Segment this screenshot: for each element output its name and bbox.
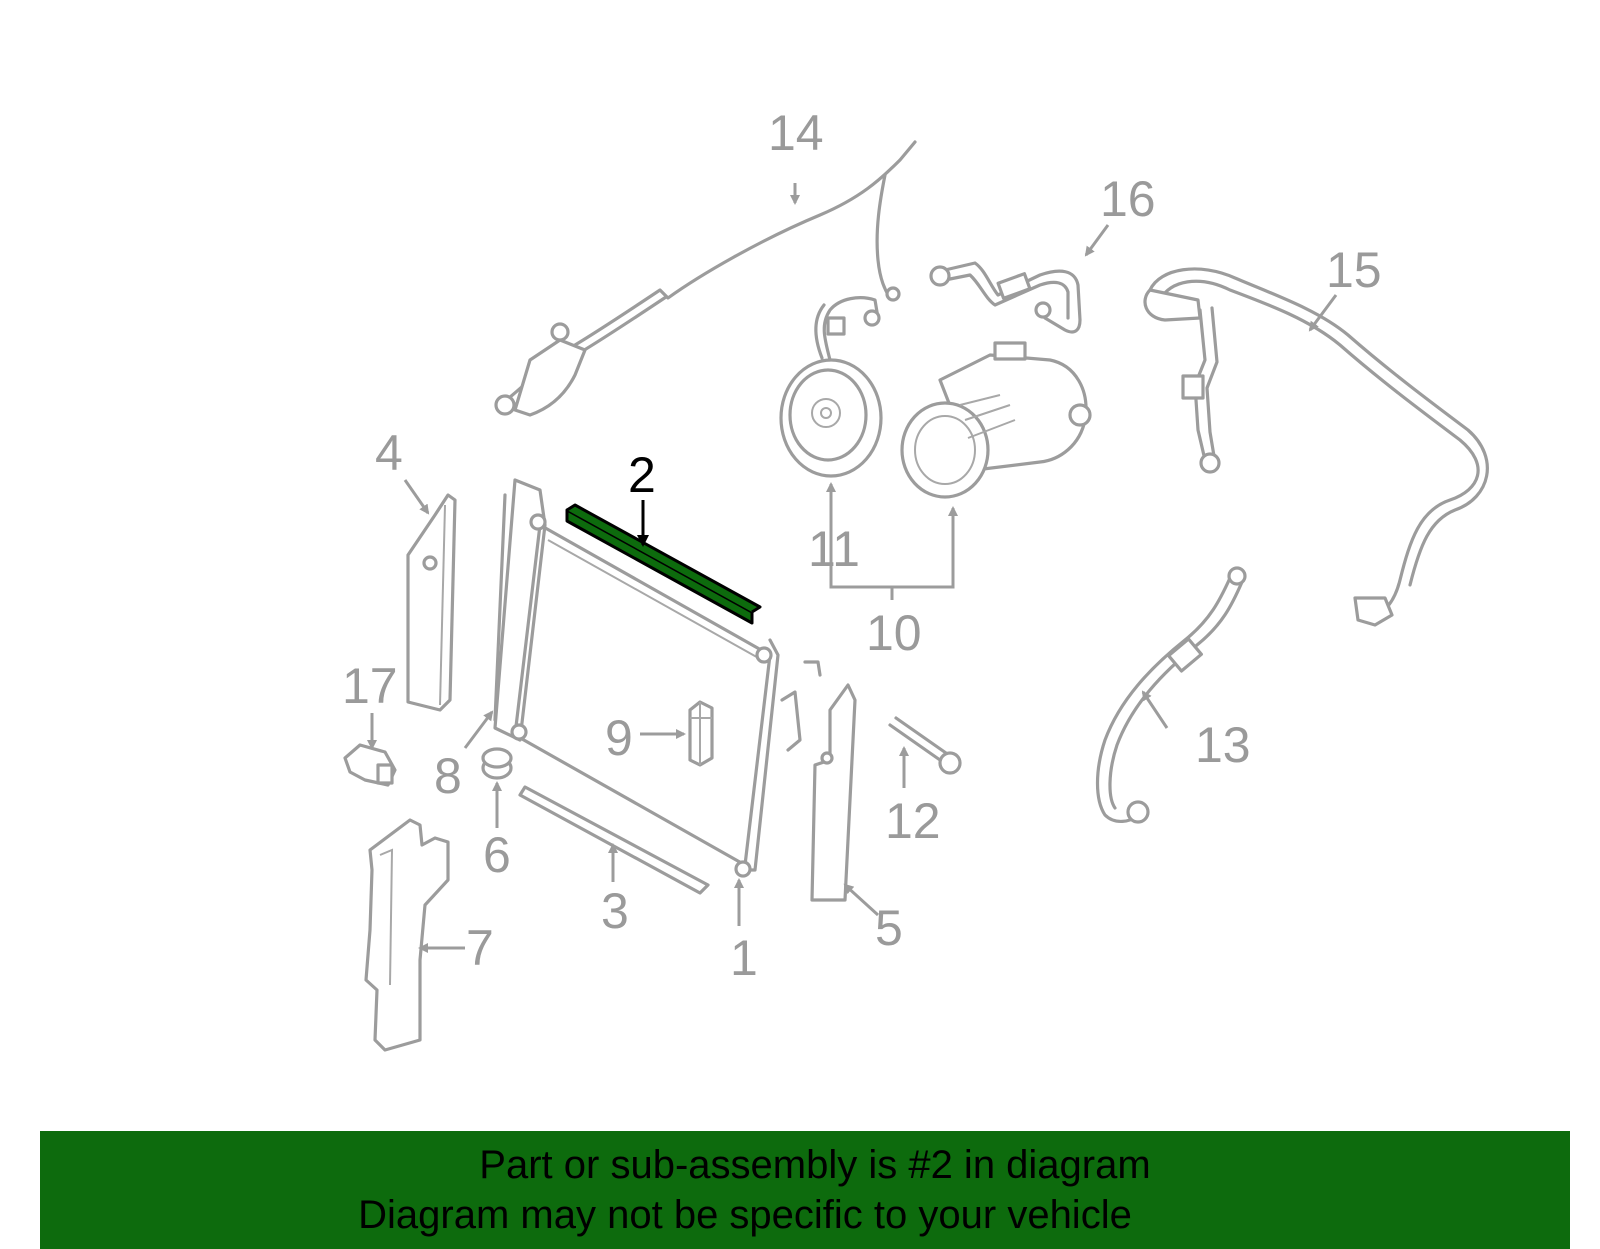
part-5-seal [810,683,857,902]
callout-11: 11 [808,521,860,577]
leader-15 [1308,294,1338,332]
leader-5 [843,883,880,917]
part-4-seal [406,493,457,712]
part-16-line [929,261,1082,334]
callout-14: 14 [768,105,824,161]
part-12-bolt [888,716,962,775]
callout-7: 7 [466,920,494,976]
callout-1: 1 [730,930,758,986]
part-11-clutch [779,296,883,478]
leader-8 [463,710,494,749]
callout-5: 5 [875,900,903,956]
callout-13: 13 [1195,717,1251,773]
leader-4 [403,479,430,515]
part-14-hose [494,140,917,417]
leader-16 [1084,224,1110,257]
callout-15: 15 [1326,242,1382,298]
part-6-grommet [481,747,513,780]
part-9-block [688,700,714,767]
callout-16: 16 [1100,171,1156,227]
banner-line-1: Part or sub-assembly is #2 in diagram [479,1143,1151,1187]
callout-10: 10 [866,605,922,661]
callout-9: 9 [605,710,633,766]
part-1-condenser [493,478,822,878]
callout-6: 6 [483,827,511,883]
part-10-compressor [900,341,1092,499]
callout-2: 2 [628,447,656,503]
callout-12: 12 [885,793,941,849]
part-7-deflector [364,818,450,1052]
leader-13 [1141,690,1169,729]
callout-3: 3 [601,883,629,939]
part-2-seal [565,503,762,625]
leader-lines [367,183,1338,953]
callouts: 14 16 15 2 4 11 10 17 9 8 12 13 6 3 5 7 … [342,105,1382,986]
callout-17: 17 [342,658,398,714]
part-15-hose [1143,267,1489,627]
info-banner: Part or sub-assembly is #2 in diagram Di… [40,1131,1570,1249]
part-3-seal [518,785,710,895]
part-13-hose [1095,566,1247,824]
part-17-sensor [343,743,397,787]
callout-4: 4 [375,425,403,481]
banner-line-2: Diagram may not be specific to your vehi… [358,1193,1132,1237]
callout-8: 8 [434,748,462,804]
